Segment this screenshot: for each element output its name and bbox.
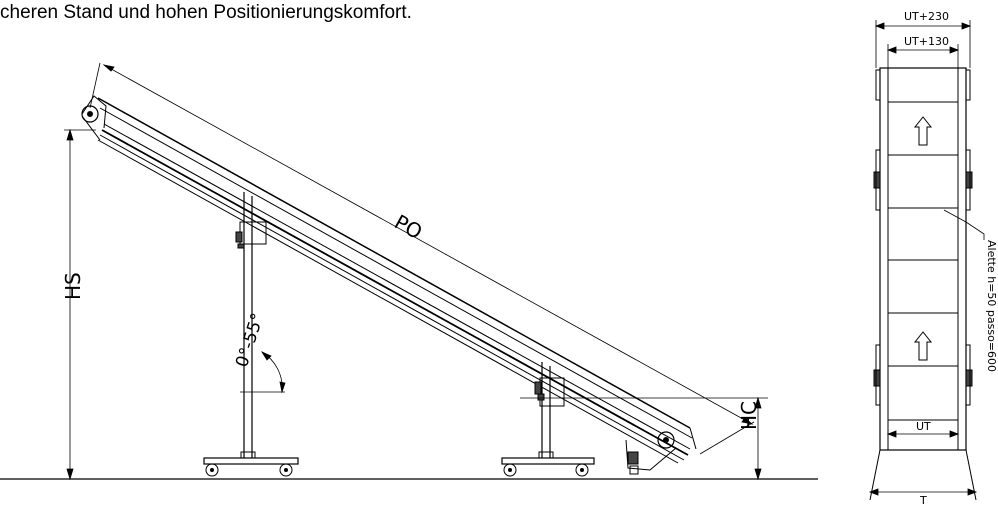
left-support-leg [203,192,299,477]
outer-width-label: UT+230 [904,10,949,23]
cleat-leader-line [943,209,985,240]
inner-width-label: UT+130 [904,35,949,48]
direction-arrow-icon [913,331,933,361]
side-view [0,62,818,481]
base-width-label: T [919,494,927,505]
hs-label: HS [61,272,85,300]
base-outline [869,449,977,501]
po-label: PO [390,210,426,244]
belt-width-label: UT [916,420,931,433]
intro-text: cheren Stand und hohen Positionierungsko… [0,2,412,23]
hc-label: HC [737,401,761,430]
po-dimension-line [89,62,755,455]
belt-width-dimension [886,430,960,438]
hs-dimension-line [64,128,96,481]
belt-frame [879,67,967,451]
angle-indicator [240,351,286,394]
lower-pulley [657,431,675,449]
direction-arrow-icon [913,116,933,146]
cleat-note-label: Alette h=50 passo=600 [985,240,998,372]
angle-label: 0°-55° [232,311,268,370]
right-support-leg [501,362,595,477]
hc-dimension-line [520,396,768,481]
outer-width-dimension [874,20,972,68]
belt-cleats [888,101,958,421]
top-view [868,20,985,501]
base-width-dimension [868,488,978,496]
conveyor-belt-body [81,97,697,464]
inner-width-dimension [886,44,960,68]
